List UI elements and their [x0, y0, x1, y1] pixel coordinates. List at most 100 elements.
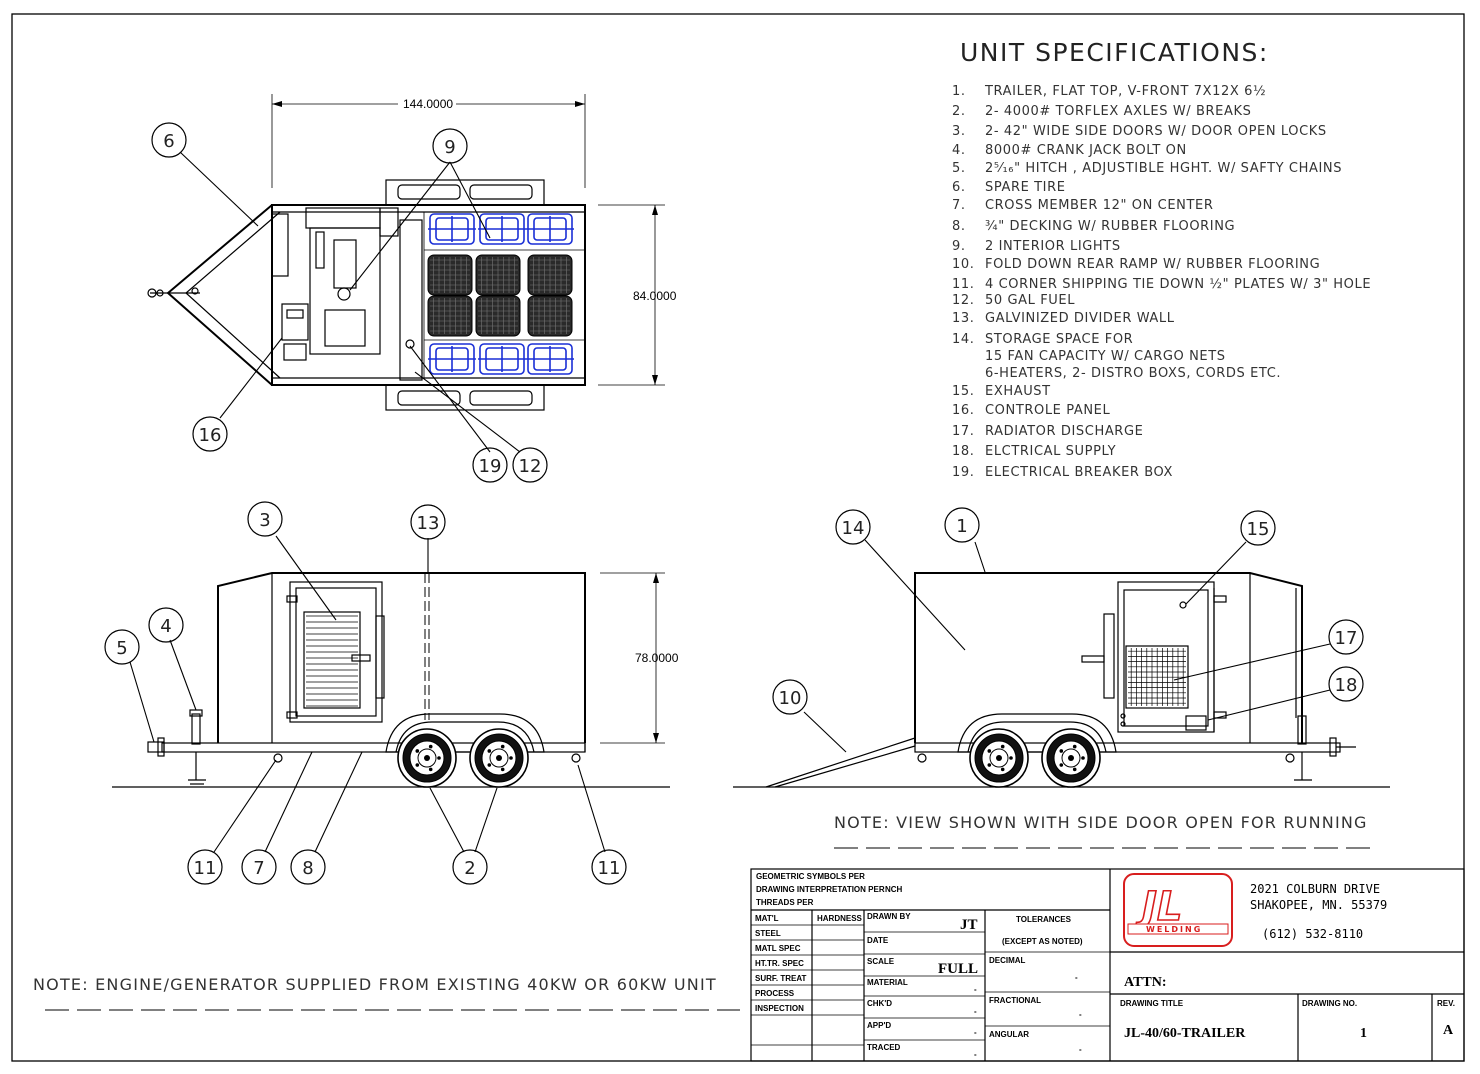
svg-text:18: 18: [1335, 675, 1358, 696]
svg-text:SCALE: SCALE: [867, 957, 895, 966]
spec-item: 19. ELECTRICAL BREAKER BOX: [952, 465, 1172, 480]
spec-item: 5.2⁵⁄₁₆" HITCH , ADJUSTIBLE HGHT. W/ SAF…: [952, 161, 1341, 176]
svg-text:DRAWING INTERPRETATION PER: DRAWING INTERPRETATION PER: [756, 885, 885, 894]
balloon: 12: [512, 447, 548, 483]
svg-text:INSPECTION: INSPECTION: [755, 1004, 804, 1013]
svg-text:10: 10: [779, 688, 802, 709]
spec-text: 50 GAL FUEL: [985, 293, 1075, 308]
top-view: 144.0000 84.0000: [147, 94, 677, 411]
balloon: 8: [290, 849, 326, 885]
leader-lines: [129, 151, 1331, 853]
address-line-1: 2021 COLBURN DRIVE: [1250, 882, 1380, 896]
phone: (612) 532-8110: [1262, 927, 1363, 941]
svg-text:WELDING: WELDING: [1146, 925, 1202, 934]
balloon: 9: [432, 128, 468, 164]
spec-text: SPARE TIRE: [985, 180, 1066, 195]
heater-storage: [427, 254, 573, 337]
company-logo: JL WELDING: [1123, 873, 1233, 947]
svg-text:MATERIAL: MATERIAL: [867, 978, 908, 987]
spec-text: 2- 42" WIDE SIDE DOORS W/ DOOR OPEN LOCK…: [985, 124, 1327, 139]
spec-number: 15.: [952, 384, 974, 399]
spec-text: CONTROLE PANEL: [985, 403, 1110, 418]
left-side-view: 78.0000: [112, 572, 679, 788]
svg-text:19: 19: [479, 456, 502, 477]
balloon: 19: [472, 447, 508, 483]
svg-text:6: 6: [163, 131, 174, 152]
fan-icon: [526, 213, 574, 245]
fan-icon: [478, 213, 526, 245]
drawn-by: JT: [960, 917, 978, 933]
spec-item: 12. 50 GAL FUEL: [952, 293, 1075, 308]
spec-item: 16. CONTROLE PANEL: [952, 403, 1110, 418]
drawing-number: 1: [1360, 1026, 1367, 1041]
spec-text: 15 FAN CAPACITY W/ CARGO NETS: [985, 349, 1226, 364]
svg-text:11: 11: [598, 858, 621, 879]
svg-text:(EXCEPT AS NOTED): (EXCEPT AS NOTED): [1002, 937, 1083, 946]
svg-text:SURF. TREAT: SURF. TREAT: [755, 974, 807, 983]
svg-text:-: -: [974, 1028, 977, 1037]
spec-text: 2 INTERIOR LIGHTS: [985, 239, 1121, 254]
fan-storage: [428, 213, 574, 375]
wheel-icon: [469, 728, 529, 788]
fan-icon: [526, 343, 574, 375]
svg-text:MAT'L: MAT'L: [755, 914, 779, 923]
balloon: 5: [104, 629, 140, 665]
svg-text:FRACTIONAL: FRACTIONAL: [989, 996, 1041, 1005]
radiator-grille: [1128, 648, 1186, 706]
balloon: 11: [591, 849, 627, 885]
spec-item: 3. 2- 42" WIDE SIDE DOORS W/ DOOR OPEN LO…: [952, 124, 1327, 139]
spec-number: 18.: [952, 444, 974, 459]
balloon: 10: [772, 679, 808, 715]
attn: ATTN:: [1124, 975, 1167, 990]
spec-number: 19.: [952, 465, 974, 480]
spec-item: 13. GALVINIZED DIVIDER WALL: [952, 311, 1175, 326]
svg-text:9: 9: [444, 137, 455, 158]
unit-specifications: UNIT SPECIFICATIONS: 1.TRAILER, FLAT TOP…: [952, 38, 1371, 480]
spec-item: 14.STORAGE SPACE FOR: [952, 332, 1133, 347]
svg-text:3: 3: [259, 510, 270, 531]
spec-number: 3.: [952, 124, 966, 139]
spec-number: 8.: [952, 219, 966, 234]
fan-icon: [428, 343, 476, 375]
heater-icon: [427, 295, 473, 337]
sheet-border: [11, 13, 1465, 1062]
svg-text:-: -: [974, 985, 977, 994]
svg-text:DRAWING TITLE: DRAWING TITLE: [1120, 999, 1184, 1008]
spec-number: 7.: [952, 198, 966, 213]
balloon: 7: [241, 849, 277, 885]
heater-icon: [527, 254, 573, 296]
spec-item: 15 FAN CAPACITY W/ CARGO NETS: [985, 349, 1226, 364]
spec-number: 12.: [952, 293, 974, 308]
balloon: 13: [410, 504, 446, 540]
svg-text:TOLERANCES: TOLERANCES: [1016, 915, 1072, 924]
spec-text: 4 CORNER SHIPPING TIE DOWN ½" PLATES W/ …: [985, 277, 1371, 292]
svg-text:DRAWING NO.: DRAWING NO.: [1302, 999, 1357, 1008]
svg-text:DECIMAL: DECIMAL: [989, 956, 1026, 965]
spec-number: 13.: [952, 311, 974, 326]
spec-item: 6.SPARE TIRE: [952, 180, 1066, 195]
svg-text:16: 16: [199, 425, 222, 446]
svg-text:THREADS PER: THREADS PER: [756, 898, 814, 907]
balloon: 18: [1328, 666, 1364, 702]
spec-text: GALVINIZED DIVIDER WALL: [985, 311, 1175, 326]
balloon: 14: [835, 509, 871, 545]
spec-item: 1.TRAILER, FLAT TOP, V-FRONT 7X12X 6½: [952, 84, 1266, 99]
balloon: 11: [187, 849, 223, 885]
scale-value: FULL: [938, 961, 978, 977]
spec-item: 17. RADIATOR DISCHARGE: [952, 424, 1143, 439]
balloon: 2: [452, 849, 488, 885]
spec-item: 2.2- 4000# TORFLEX AXLES W/ BREAKS: [952, 104, 1251, 119]
spec-item: 8.¾" DECKING W/ RUBBER FLOORING: [952, 219, 1235, 234]
spec-number: 14.: [952, 332, 974, 347]
svg-text:REV.: REV.: [1437, 999, 1455, 1008]
heater-icon: [475, 254, 521, 296]
svg-text:1: 1: [956, 516, 967, 537]
spec-text: 8000# CRANK JACK BOLT ON: [985, 143, 1187, 158]
spec-number: 17.: [952, 424, 974, 439]
spec-text: RADIATOR DISCHARGE: [985, 424, 1143, 439]
spec-number: 16.: [952, 403, 974, 418]
spec-item: 15.EXHAUST: [952, 384, 1050, 399]
note-engine-generator: NOTE: ENGINE/GENERATOR SUPPLIED FROM EXI…: [33, 975, 717, 994]
title-block: GEOMETRIC SYMBOLS PER DRAWING INTERPRETA…: [750, 868, 1465, 1062]
spec-text: FOLD DOWN REAR RAMP W/ RUBBER FLOORING: [985, 257, 1320, 272]
